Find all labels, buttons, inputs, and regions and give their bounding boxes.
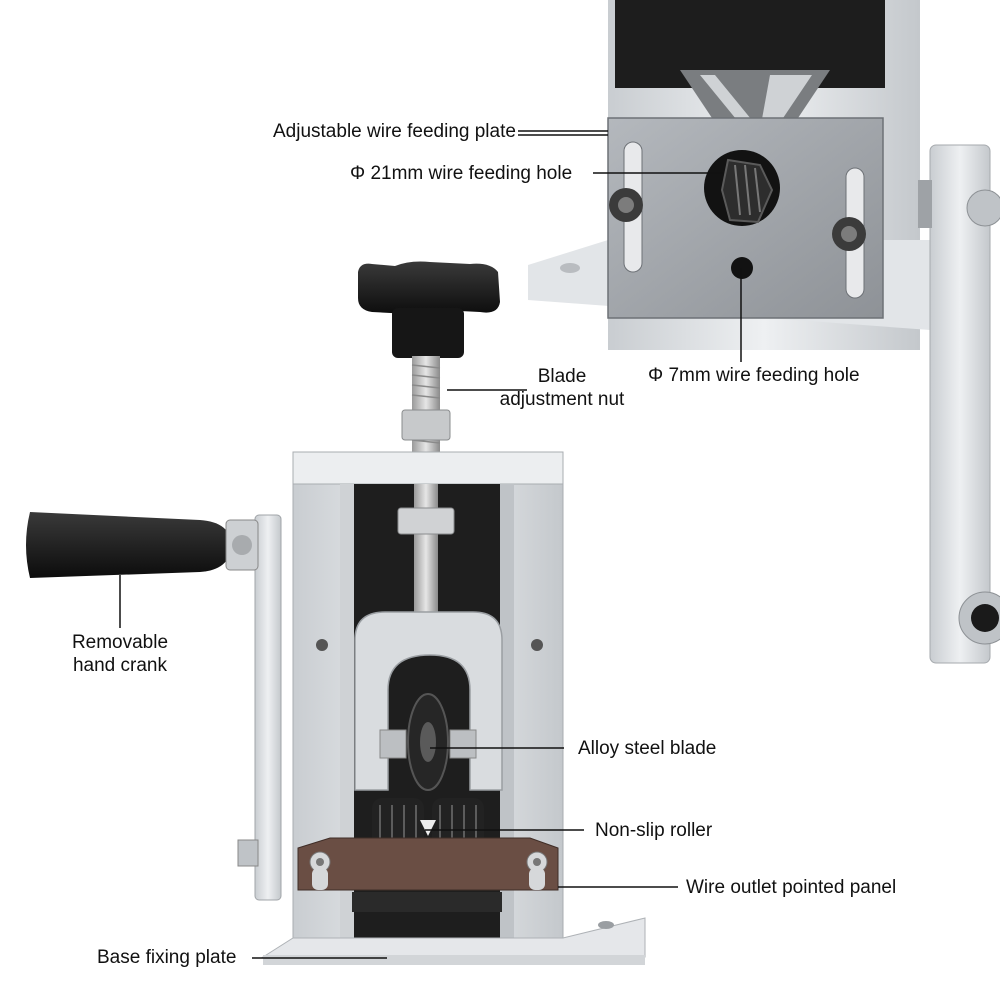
label-feeding-plate: Adjustable wire feeding plate [273,121,516,142]
wire-outlet-panel [297,837,559,891]
label-base-plate: Base fixing plate [97,947,237,968]
crank-arm [254,514,282,901]
label-hand-crank-line1: Removable [71,632,169,653]
label-hand-crank: Removable hand crank [50,631,190,677]
label-hole-7mm: Φ 7mm wire feeding hole [648,365,860,386]
blade-adjustment-nut [401,409,451,441]
main-machine [26,261,646,965]
label-hole-21mm: Φ 21mm wire feeding hole [350,163,573,184]
removable-hand-crank [26,512,259,578]
inset-crank-arm [929,144,991,664]
callout-lines [119,130,742,959]
label-blade-nut-line2: adjustment nut [499,389,625,410]
inset-crank-bolt-top [966,189,1000,227]
label-blade-nut-line1: Blade [537,366,587,387]
label-roller: Non-slip roller [595,820,713,841]
adjustment-knob [358,261,500,358]
label-hand-crank-line2: hand crank [72,655,167,676]
label-outlet-panel: Wire outlet pointed panel [686,877,897,898]
blade-holder [354,611,503,791]
hole-21mm-roller-teeth [720,158,774,224]
hole-7mm [731,257,753,279]
inset-machine-front [528,0,1000,664]
label-alloy-blade: Alloy steel blade [578,738,717,759]
label-blade-nut: Blade adjustment nut [492,365,632,411]
